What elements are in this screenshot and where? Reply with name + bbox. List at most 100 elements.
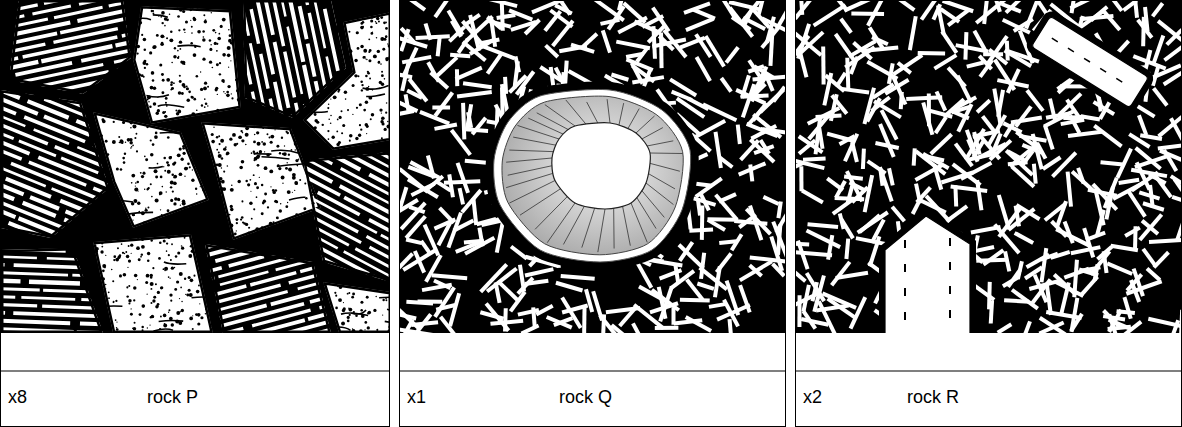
feldspar-lath <box>695 177 723 199</box>
feldspar-lath <box>1172 195 1182 205</box>
feldspar-lath <box>1152 251 1169 269</box>
feldspar-lath <box>486 53 503 75</box>
rock-texture <box>399 0 786 333</box>
feldspar-lath <box>821 47 825 85</box>
feldspar-lath <box>696 198 702 216</box>
feldspar-lath <box>1010 165 1035 188</box>
feldspar-lath <box>554 3 573 15</box>
feldspar-lath <box>1163 70 1182 86</box>
rock-panel: x1rock Q <box>399 0 786 427</box>
rock-label: rock Q <box>558 386 613 408</box>
feldspar-lath <box>1165 28 1182 46</box>
feldspar-lath <box>409 160 440 179</box>
feldspar-lath <box>1066 171 1073 206</box>
feldspar-lath <box>399 35 428 48</box>
mineral-grain <box>301 11 390 152</box>
feldspar-lath <box>420 240 433 256</box>
feldspar-lath <box>822 73 833 106</box>
feldspar-lath <box>850 142 859 163</box>
feldspar-lath <box>880 109 899 140</box>
feldspar-lath <box>843 0 877 12</box>
feldspar-lath <box>753 144 774 155</box>
feldspar-lath <box>739 260 773 282</box>
feldspar-lath <box>817 300 837 333</box>
feldspar-lath <box>872 83 895 100</box>
feldspar-lath <box>1124 226 1141 238</box>
feldspar-lath <box>844 175 863 181</box>
feldspar-lath <box>413 250 426 273</box>
feldspar-lath <box>1112 181 1145 201</box>
feldspar-lath <box>799 166 803 191</box>
feldspar-lath <box>1093 124 1123 148</box>
feldspar-lath <box>560 297 582 330</box>
feldspar-lath <box>544 44 559 59</box>
feldspar-lath <box>762 68 775 91</box>
feldspar-lath <box>1079 275 1099 297</box>
feldspar-lath <box>1116 309 1135 315</box>
feldspar-lath <box>887 168 895 186</box>
feldspar-lath <box>642 67 653 87</box>
feldspar-lath <box>447 174 455 197</box>
feldspar-lath <box>1058 92 1083 116</box>
feldspar-lath <box>1167 320 1180 333</box>
feldspar-lath <box>926 108 953 119</box>
feldspar-lath <box>927 155 945 163</box>
feldspar-lath <box>908 16 918 51</box>
feldspar-lath <box>920 0 942 21</box>
feldspar-lath <box>433 286 456 318</box>
feldspar-lath <box>975 0 1006 24</box>
feldspar-lath <box>803 157 826 162</box>
feldspar-lath <box>1138 213 1163 241</box>
feldspar-lath <box>933 53 957 70</box>
feldspar-lath <box>1151 2 1164 18</box>
feldspar-lath <box>673 265 680 284</box>
feldspar-lath <box>447 212 463 248</box>
feldspar-lath <box>570 43 594 54</box>
feldspar-lath <box>1072 260 1079 298</box>
feldspar-lath <box>399 109 414 116</box>
feldspar-lath <box>989 139 1013 161</box>
feldspar-lath <box>1152 87 1169 107</box>
feldspar-lath <box>495 222 505 254</box>
feldspar-lath <box>734 219 767 226</box>
feldspar-lath <box>720 77 733 93</box>
feldspar-lath <box>835 72 847 88</box>
feldspar-lath <box>485 302 511 332</box>
feldspar-lath <box>479 263 508 293</box>
feldspar-lath <box>633 303 665 330</box>
rock-label: rock R <box>906 386 960 408</box>
feldspar-lath <box>771 221 786 257</box>
magnification-label: x8 <box>7 386 28 408</box>
feldspar-lath <box>698 266 728 291</box>
feldspar-lath <box>561 274 595 281</box>
feldspar-lath <box>851 11 884 15</box>
feldspar-lath <box>406 300 433 306</box>
mineral-grain <box>14 77 390 333</box>
feldspar-lath <box>584 289 594 313</box>
feldspar-lath <box>1043 124 1055 150</box>
feldspar-lath <box>1014 231 1034 245</box>
feldspar-lath <box>490 319 523 326</box>
phenocryst <box>885 16 1149 333</box>
feldspar-lath <box>1011 116 1042 125</box>
feldspar-lath <box>399 252 414 272</box>
feldspar-lath <box>591 291 604 321</box>
feldspar-lath <box>399 72 413 80</box>
rock-panel: x8rock P <box>0 0 390 427</box>
feldspar-lath <box>939 7 960 23</box>
feldspar-lath <box>617 0 625 11</box>
feldspar-lath <box>1152 35 1166 65</box>
feldspar-lath <box>448 293 461 327</box>
feldspar-lath <box>1048 98 1057 121</box>
feldspar-lath <box>1004 298 1029 304</box>
feldspar-lath <box>735 88 766 105</box>
feldspar-lath <box>844 238 850 259</box>
feldspar-lath <box>434 218 457 231</box>
feldspar-lath <box>1109 0 1123 12</box>
feldspar-lath <box>971 225 1001 234</box>
amygdale <box>494 89 691 262</box>
feldspar-lath <box>1133 0 1139 18</box>
feldspar-lath <box>685 17 714 32</box>
